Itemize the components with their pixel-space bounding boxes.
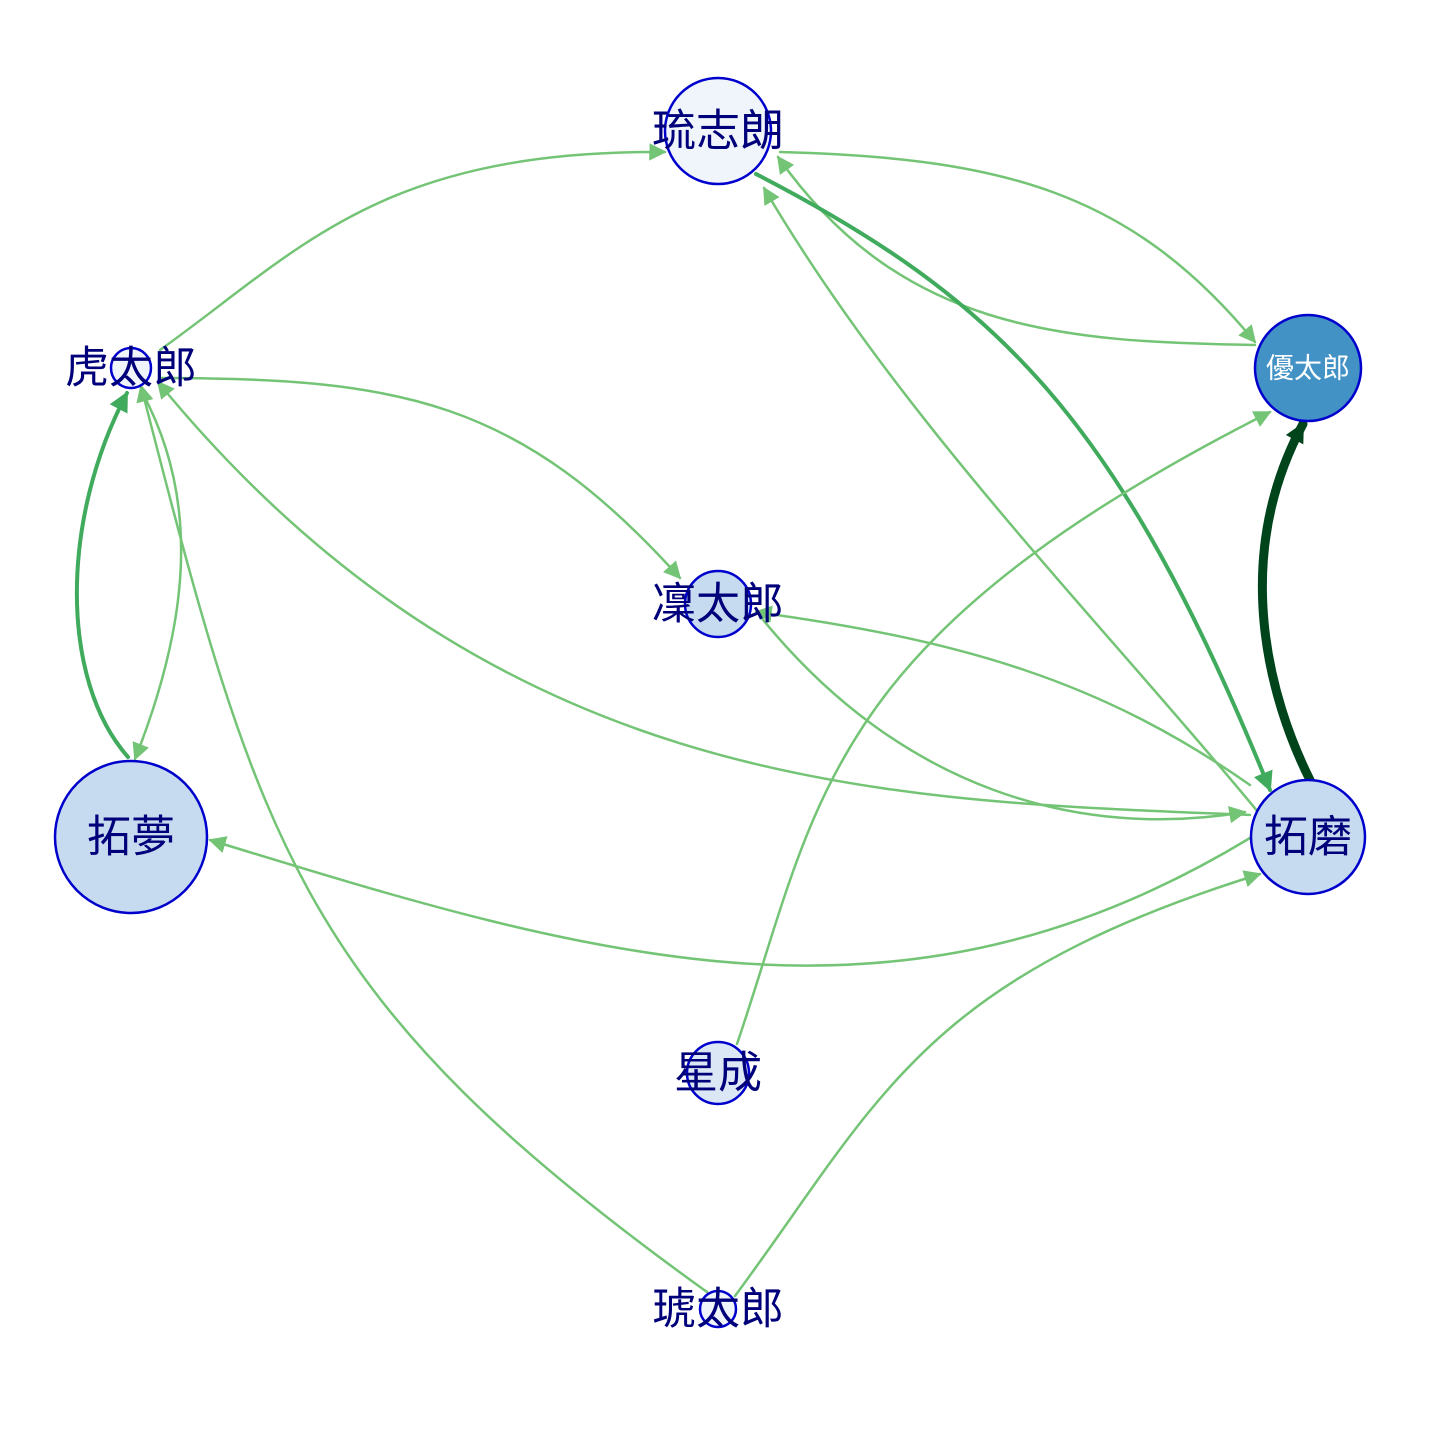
node-label-n_seina: 星成	[674, 1048, 762, 1099]
node-n_kotaro[interactable]	[109, 346, 153, 390]
node-label-n_ryushiro: 琉志朗	[652, 106, 784, 157]
edge-n_kotaro-to-n_ryushiro	[158, 143, 667, 352]
edge-n_kotaro2-to-n_takuma	[733, 870, 1262, 1298]
node-n_seina[interactable]	[685, 1040, 751, 1106]
edge-n_takuma-to-n_yutaro	[1257, 419, 1315, 785]
node-n_takuma[interactable]	[1249, 778, 1367, 896]
edge-n_ryushiro-to-n_takuma	[754, 172, 1273, 792]
edges-layer	[74, 143, 1315, 1298]
edge-n_takuma-to-n_kotaro	[156, 380, 1252, 817]
node-label-n_takumu: 拓夢	[87, 812, 175, 863]
edge-n_takuma-to-n_ryushiro	[762, 186, 1260, 814]
node-label-n_kotaro: 虎太郎	[65, 343, 197, 394]
edge-n_takuma-to-n_rintaro	[754, 605, 1252, 787]
node-n_yutaro[interactable]	[1253, 313, 1363, 423]
node-n_takumu[interactable]	[53, 759, 209, 915]
nodes-layer	[53, 76, 1367, 1329]
edge-n_kotaro-to-n_takumu	[132, 390, 183, 761]
node-label-n_yutaro: 優太郎	[1266, 352, 1350, 385]
edge-n_kotaro2-to-n_kotaro	[136, 384, 709, 1294]
edge-n_takumu-to-n_kotaro	[74, 391, 130, 759]
node-label-n_takuma: 拓磨	[1264, 812, 1352, 863]
edge-n_ryushiro-to-n_yutaro	[778, 150, 1257, 344]
edge-n_takuma-to-n_takumu	[208, 836, 1252, 967]
node-n_ryushiro[interactable]	[663, 76, 773, 186]
node-label-n_rintaro: 凜太郎	[652, 579, 784, 630]
node-n_kotaro2[interactable]	[698, 1289, 738, 1329]
node-label-n_kotaro2: 琥太郎	[652, 1284, 784, 1335]
edge-n_seina-to-n_yutaro	[735, 410, 1272, 1046]
edge-n_yutaro-to-n_ryushiro	[776, 155, 1257, 347]
edge-n_rintaro-to-n_takuma	[758, 614, 1247, 824]
edge-n_kotaro-to-n_rintaro	[158, 376, 682, 580]
node-n_rintaro[interactable]	[683, 569, 753, 639]
